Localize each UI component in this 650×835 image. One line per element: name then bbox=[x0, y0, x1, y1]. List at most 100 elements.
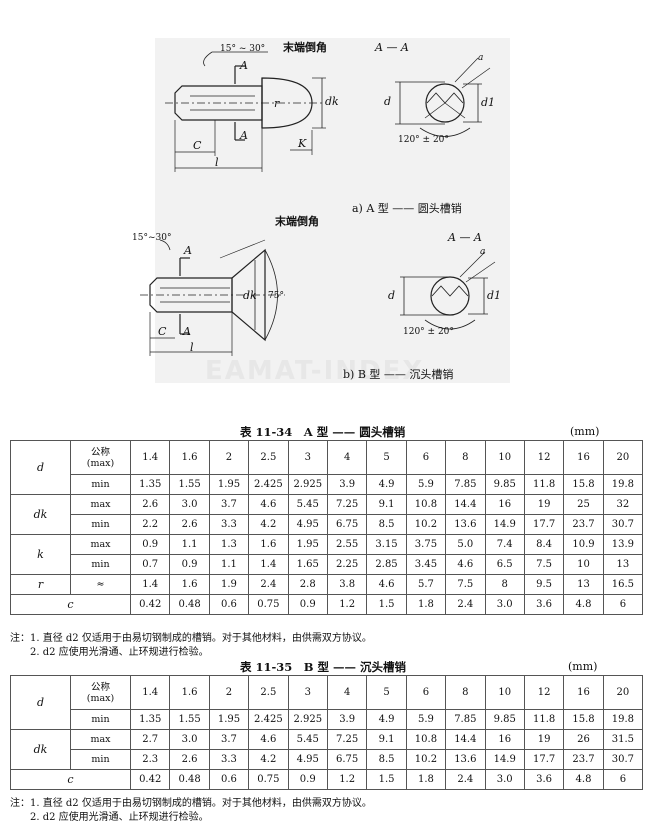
sub-param-text: max bbox=[90, 734, 111, 745]
sub-param-cell: max bbox=[70, 534, 131, 555]
value-cell: 3 bbox=[287, 675, 328, 710]
value-cell: 12 bbox=[523, 440, 565, 475]
fig-a-caption: a) A 型 —— 圆头槽销 bbox=[352, 202, 462, 215]
value-cell: 1.6 bbox=[248, 534, 289, 555]
value-cell: 1.4 bbox=[129, 440, 171, 475]
value-cell: 20 bbox=[602, 675, 644, 710]
value-cell: 5 bbox=[366, 675, 407, 710]
value-cell: 1.2 bbox=[326, 769, 368, 790]
fig-a-section-angle: 120° ± 20° bbox=[398, 135, 449, 145]
value-cell: 19.8 bbox=[602, 709, 644, 730]
value-cell: 4.6 bbox=[445, 554, 486, 575]
value-cell: 2 bbox=[208, 440, 250, 475]
value-cell: 3.15 bbox=[366, 534, 407, 555]
value-cell: 2.5 bbox=[248, 675, 289, 710]
value-cell: 0.6 bbox=[208, 594, 250, 615]
value-cell: 7.5 bbox=[523, 554, 565, 575]
value-cell: 30.7 bbox=[602, 514, 644, 535]
table-b-note-2: 2. d2 应使用光滑通、止环规进行检验。 bbox=[10, 812, 209, 823]
value-cell: 6 bbox=[602, 769, 644, 790]
fig-b-chamfer-label: 末端倒角 bbox=[275, 215, 319, 228]
fig-a-cut-bottom: A bbox=[240, 129, 248, 142]
param-cell: d bbox=[10, 675, 71, 730]
value-cell: 9.5 bbox=[523, 574, 565, 595]
param-cell: r bbox=[10, 574, 71, 595]
fig-b-cut-top: A bbox=[184, 244, 192, 257]
value-cell: 16 bbox=[484, 494, 525, 515]
value-cell: 7.25 bbox=[326, 729, 368, 750]
param-cell: c bbox=[10, 769, 131, 790]
fig-b-dim-l: l bbox=[190, 341, 194, 354]
fig-b-dim-dk: dk bbox=[243, 289, 257, 302]
value-cell: 4.9 bbox=[366, 474, 407, 495]
value-cell: 4.6 bbox=[366, 574, 407, 595]
value-cell: 6 bbox=[405, 440, 447, 475]
value-cell: 0.42 bbox=[129, 594, 171, 615]
value-cell: 8 bbox=[445, 440, 486, 475]
table-a-note-1: 注：1. 直径 d2 仅适用于由易切钢制成的槽销。对于其他材料，由供需双方协议。 bbox=[10, 633, 372, 644]
value-cell: 2.3 bbox=[129, 749, 171, 770]
value-cell: 9.1 bbox=[366, 729, 407, 750]
sub-param-cell: min bbox=[70, 514, 131, 535]
value-cell: 0.42 bbox=[129, 769, 171, 790]
value-cell: 17.7 bbox=[523, 514, 565, 535]
fig-a-dim-l: l bbox=[215, 156, 219, 169]
value-cell: 8.5 bbox=[366, 749, 407, 770]
value-cell: 3.6 bbox=[523, 769, 565, 790]
value-cell: 11.8 bbox=[523, 474, 565, 495]
value-cell: 1.1 bbox=[208, 554, 250, 575]
value-cell: 14.4 bbox=[445, 494, 486, 515]
value-cell: 3.9 bbox=[326, 709, 368, 730]
value-cell: 1.2 bbox=[326, 594, 368, 615]
value-cell: 1.55 bbox=[169, 709, 210, 730]
value-cell: 16 bbox=[563, 440, 604, 475]
value-cell: 1.95 bbox=[287, 534, 328, 555]
value-cell: 5.45 bbox=[287, 494, 328, 515]
value-cell: 4 bbox=[326, 440, 368, 475]
value-cell: 19 bbox=[523, 729, 565, 750]
value-cell: 3.8 bbox=[326, 574, 368, 595]
fig-a-cut-top: A bbox=[240, 59, 248, 72]
value-cell: 3.75 bbox=[405, 534, 447, 555]
sub-param-cell: max bbox=[70, 729, 131, 750]
value-cell: 23.7 bbox=[563, 749, 604, 770]
value-cell: 31.5 bbox=[602, 729, 644, 750]
value-cell: 9.85 bbox=[484, 474, 525, 495]
value-cell: 2.4 bbox=[248, 574, 289, 595]
value-cell: 8.4 bbox=[523, 534, 565, 555]
table-b-note-1: 注：1. 直径 d2 仅适用于由易切钢制成的槽销。对于其他材料，由供需双方协议。 bbox=[10, 798, 372, 809]
value-cell: 1.8 bbox=[405, 769, 447, 790]
value-cell: 1.4 bbox=[248, 554, 289, 575]
sub-param-text: min bbox=[91, 519, 110, 530]
value-cell: 2.2 bbox=[129, 514, 171, 535]
value-cell: 0.75 bbox=[248, 769, 289, 790]
value-cell: 19 bbox=[523, 494, 565, 515]
value-cell: 5.9 bbox=[405, 474, 447, 495]
param-cell: k bbox=[10, 534, 71, 575]
value-cell: 4 bbox=[326, 675, 368, 710]
technical-drawings: 末端倒角 15° ~ 30° A — A A A C l K dk r d d1… bbox=[0, 0, 650, 410]
value-cell: 6.75 bbox=[326, 514, 368, 535]
drawing-svg bbox=[140, 38, 510, 383]
value-cell: 0.75 bbox=[248, 594, 289, 615]
value-cell: 6 bbox=[602, 594, 644, 615]
value-cell: 1.1 bbox=[169, 534, 210, 555]
fig-a-section-label: A — A bbox=[375, 41, 409, 54]
fig-b-section-angle: 120° ± 20° bbox=[403, 327, 454, 337]
value-cell: 3.6 bbox=[523, 594, 565, 615]
value-cell: 2.925 bbox=[287, 709, 328, 730]
value-cell: 1.35 bbox=[129, 709, 171, 730]
fig-b-caption: b) B 型 —— 沉头槽销 bbox=[343, 368, 454, 381]
value-cell: 1.55 bbox=[169, 474, 210, 495]
value-cell: 14.9 bbox=[484, 749, 525, 770]
value-cell: 16 bbox=[563, 675, 604, 710]
param-cell: d bbox=[10, 440, 71, 495]
table-a-unit: (mm) bbox=[570, 425, 600, 438]
